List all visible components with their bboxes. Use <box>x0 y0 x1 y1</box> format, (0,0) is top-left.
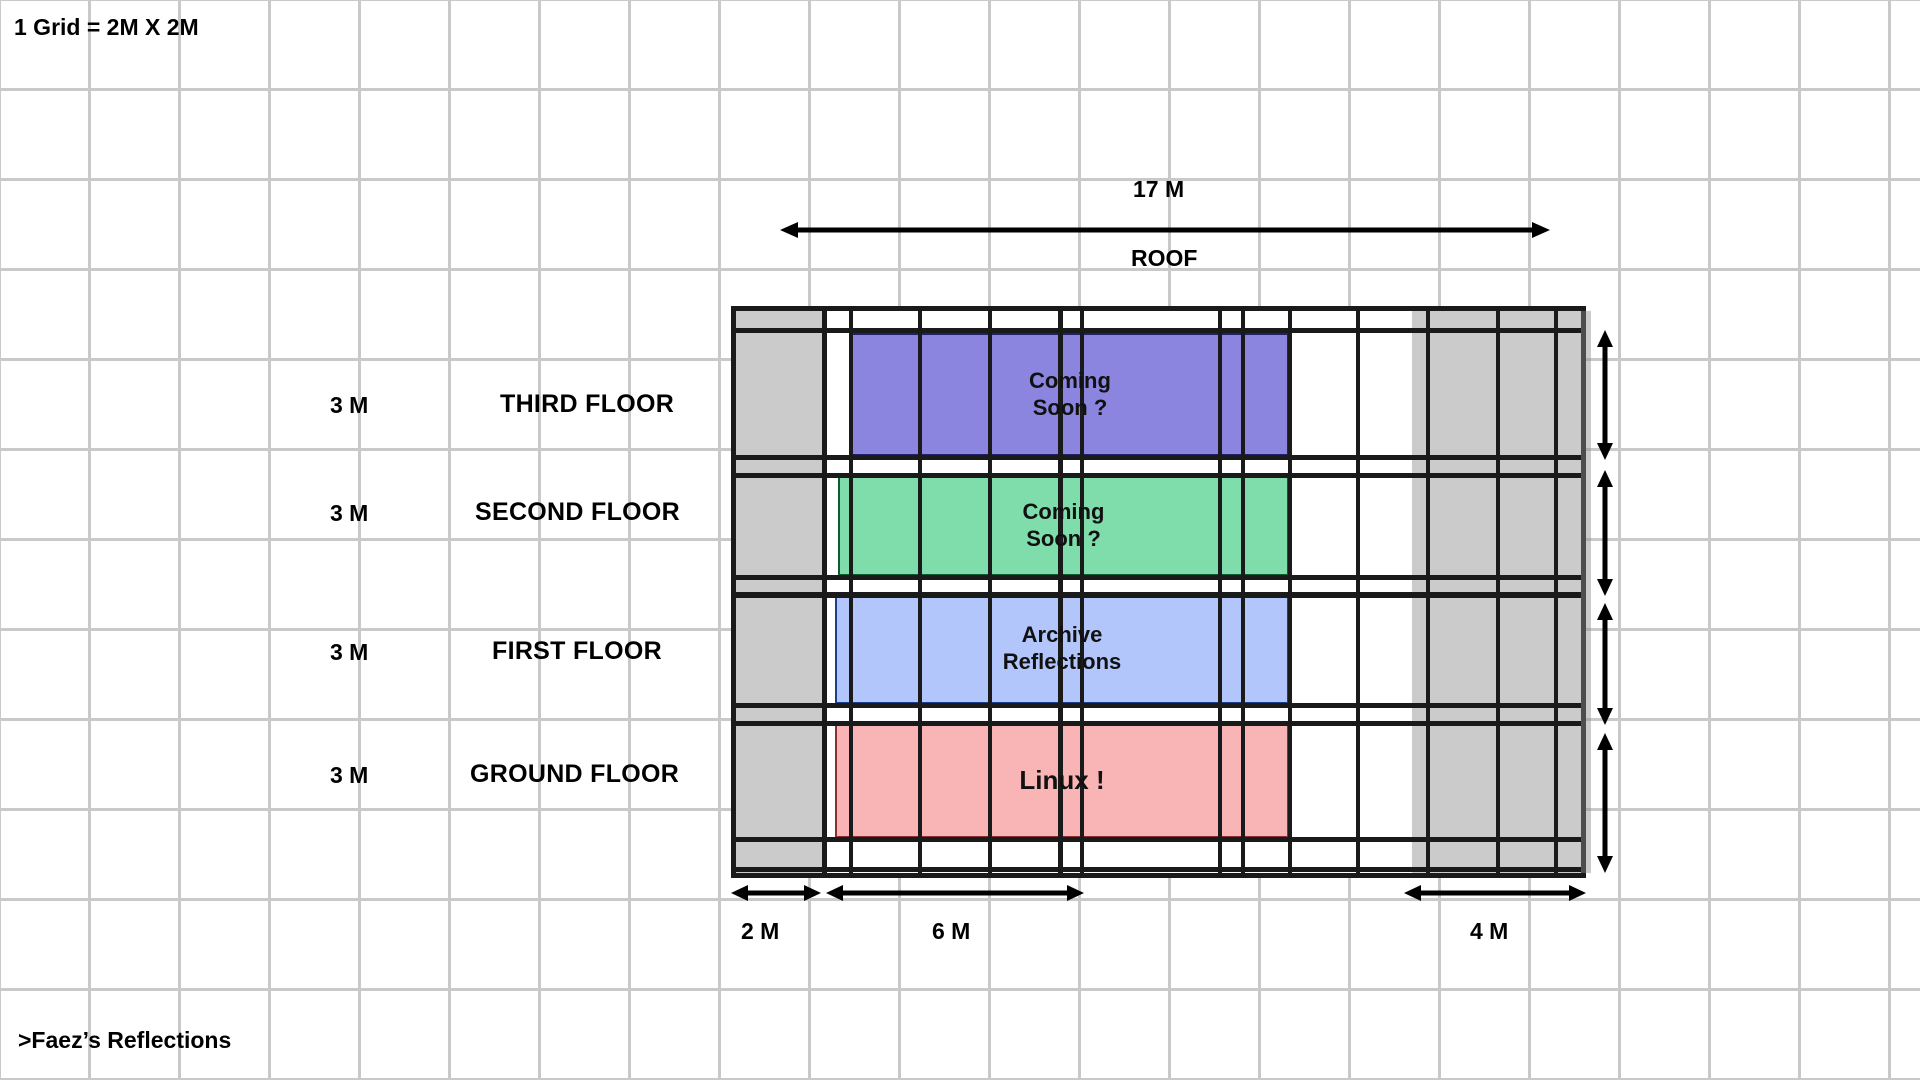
floor-height-ground: 3 M <box>330 762 369 788</box>
bottom-dimension-left-wing-arrow <box>731 882 821 904</box>
mullion-10 <box>1496 311 1500 873</box>
floor-height-third: 3 M <box>330 392 369 418</box>
bottom-dimension-right-wing-arrow <box>1404 882 1586 904</box>
bottom-dimension-center-bay-label: 6 M <box>932 918 971 944</box>
mullion-9 <box>1426 311 1430 873</box>
floor-band-third: Coming Soon ? <box>851 333 1289 456</box>
mullion-11 <box>1554 311 1558 873</box>
band-text-second-line2: Soon ? <box>1026 526 1101 551</box>
band-text-third-line2: Soon ? <box>1032 394 1108 420</box>
bottom-dimension-right-wing-label: 4 M <box>1470 918 1509 944</box>
floor-name-second: SECOND FLOOR <box>475 498 680 526</box>
band-text-first-line2: Reflections <box>1002 649 1122 674</box>
floor-height-second: 3 M <box>330 500 369 526</box>
roof-label: ROOF <box>1131 245 1198 271</box>
band-text-third-line1: Coming <box>1029 367 1111 393</box>
height-arrow-second <box>1594 470 1616 596</box>
slab-line-first-top <box>736 592 1581 598</box>
mullion-right-wing-edge <box>1288 311 1292 873</box>
height-arrow-third <box>1594 330 1616 460</box>
overall-width-dimension-arrow <box>780 219 1550 241</box>
slab-line-roof <box>736 328 1581 333</box>
floor-height-first: 3 M <box>330 639 369 665</box>
grid-scale-legend: 1 Grid = 2M X 2M <box>14 14 199 40</box>
band-text-first-line1: Archive <box>1021 622 1103 648</box>
band-text-second-line1: Coming <box>1022 499 1105 525</box>
mullion-4 <box>1058 311 1063 873</box>
slab-line-second-top <box>736 473 1581 478</box>
overall-width-label: 17 M <box>1133 176 1185 202</box>
slab-line-first-bottom <box>736 703 1581 708</box>
mullion-7 <box>1241 311 1245 873</box>
slab-line-ground-top <box>736 721 1581 726</box>
mullion-3 <box>988 311 992 873</box>
mullion-left-wing-edge <box>822 311 827 873</box>
slab-line-second-bottom <box>736 575 1581 580</box>
mullion-8 <box>1356 311 1360 873</box>
footer-signature: >Faez’s Reflections <box>18 1027 232 1053</box>
mullion-5 <box>1080 311 1084 873</box>
slab-line-third-bottom <box>736 455 1581 460</box>
bottom-dimension-center-bay-arrow <box>826 882 1084 904</box>
height-arrow-ground <box>1594 733 1616 873</box>
floor-name-third: THIRD FLOOR <box>500 390 675 418</box>
slab-line-base <box>736 867 1581 872</box>
mullion-2 <box>918 311 922 873</box>
floor-name-ground: GROUND FLOOR <box>470 760 680 788</box>
mullion-1 <box>849 311 853 873</box>
building-elevation: Coming Soon ? Coming Soon ? Archive Refl… <box>731 306 1591 878</box>
slab-line-ground-bottom <box>736 837 1581 842</box>
height-arrow-first <box>1594 603 1616 725</box>
mullion-6 <box>1218 311 1222 873</box>
floor-name-first: FIRST FLOOR <box>492 637 662 665</box>
bottom-dimension-left-wing-label: 2 M <box>741 918 780 944</box>
band-text-ground: Linux ! <box>1019 765 1105 796</box>
